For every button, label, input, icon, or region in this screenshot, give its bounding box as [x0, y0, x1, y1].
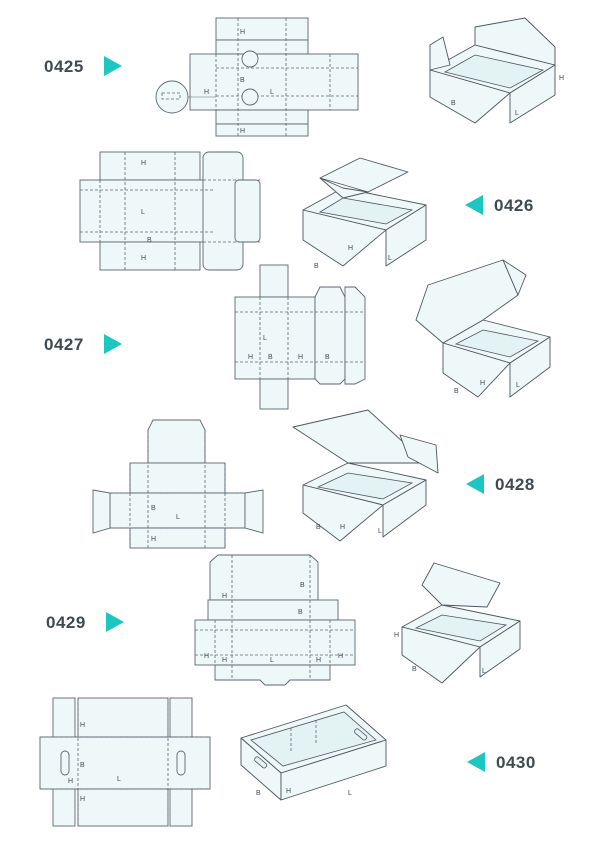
- label-b: B: [325, 354, 330, 361]
- arrow-right-icon: [104, 56, 122, 76]
- label-h: H: [394, 632, 399, 639]
- label-h: H: [141, 255, 146, 262]
- label-h: H: [80, 722, 85, 729]
- arrow-right-icon: [104, 334, 122, 354]
- label-h: H: [340, 524, 345, 531]
- label-b: B: [268, 354, 273, 361]
- die-cut-diagram-0426: H L B H: [79, 151, 261, 271]
- product-code-0427: 0427: [44, 335, 84, 354]
- label-h: H: [222, 657, 227, 664]
- label-b: B: [316, 524, 321, 531]
- label-l: L: [263, 335, 267, 342]
- arrow-left-icon: [466, 474, 484, 494]
- die-cut-diagram-0425: H B L H H: [155, 17, 359, 137]
- label-h: H: [240, 128, 245, 135]
- box-illustration-0425: B L H: [429, 17, 564, 124]
- label-h: H: [480, 380, 485, 387]
- label-b: B: [412, 666, 417, 673]
- die-cut-diagram-0428: B L H: [92, 419, 264, 549]
- product-code-0430: 0430: [496, 753, 536, 772]
- label-l: L: [388, 255, 392, 262]
- product-code-0429: 0429: [46, 613, 86, 632]
- label-b: B: [80, 762, 85, 769]
- box-illustration-0427: B H L: [415, 259, 551, 398]
- product-code-0425: 0425: [44, 57, 84, 76]
- label-h: H: [248, 354, 253, 361]
- product-code-0426: 0426: [494, 196, 534, 215]
- label-l: L: [516, 382, 520, 389]
- label-b: B: [147, 237, 152, 244]
- label-l: L: [515, 110, 519, 117]
- label-h: H: [151, 536, 156, 543]
- die-cut-diagram-0430: H B L H H: [39, 697, 211, 827]
- label-h: H: [316, 657, 321, 664]
- arrow-right-icon: [106, 612, 124, 632]
- label-l: L: [270, 657, 274, 664]
- label-b: B: [151, 505, 156, 512]
- label-b: B: [300, 582, 305, 589]
- label-h: H: [240, 29, 245, 36]
- label-b: B: [256, 790, 261, 797]
- label-h: H: [141, 160, 146, 167]
- label-l: L: [348, 790, 352, 797]
- label-h: H: [348, 245, 353, 252]
- label-h: H: [222, 593, 227, 600]
- label-h: H: [286, 788, 291, 795]
- label-h: H: [559, 75, 564, 82]
- label-h: H: [68, 778, 73, 785]
- product-code-0428: 0428: [495, 475, 535, 494]
- arrow-left-icon: [465, 195, 483, 215]
- label-l: L: [141, 209, 145, 216]
- label-l: L: [270, 89, 274, 96]
- label-l: L: [117, 776, 121, 783]
- label-h: H: [298, 354, 303, 361]
- label-b: B: [314, 263, 319, 270]
- label-h: H: [204, 653, 209, 660]
- arrow-left-icon: [467, 752, 485, 772]
- label-b: B: [451, 100, 456, 107]
- die-cut-diagram-0429: B H B H H L H H: [194, 554, 356, 686]
- label-l: L: [482, 668, 486, 675]
- box-illustration-0428: B H L: [292, 409, 439, 542]
- label-h: H: [80, 796, 85, 803]
- box-illustration-0426: B H L: [302, 157, 427, 270]
- label-h: H: [338, 653, 343, 660]
- die-cut-diagram-0427: L H B H B: [234, 264, 366, 410]
- label-b: B: [240, 77, 245, 84]
- box-illustration-0429: H B L: [394, 562, 521, 684]
- label-l: L: [176, 514, 180, 521]
- label-l: L: [378, 528, 382, 535]
- label-b: B: [454, 388, 459, 395]
- label-h: H: [204, 89, 209, 96]
- box-illustration-0430: B H L: [240, 704, 387, 801]
- label-b: B: [298, 609, 303, 616]
